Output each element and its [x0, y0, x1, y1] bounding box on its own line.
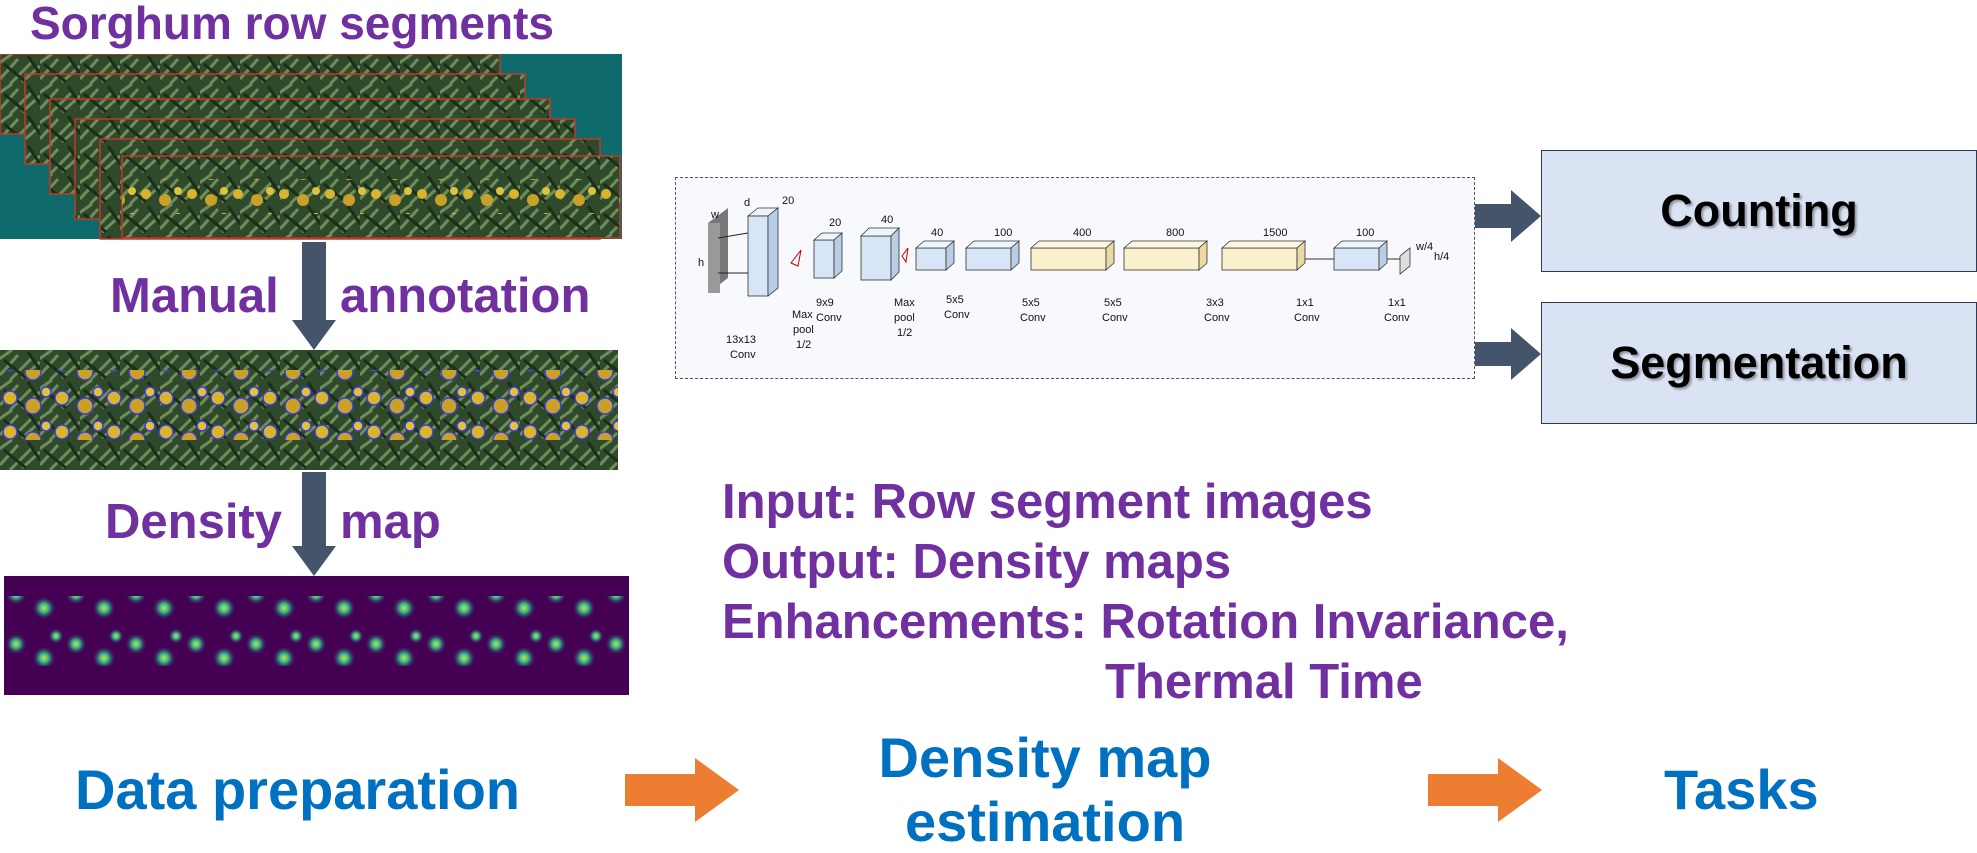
down-arrow-density	[292, 472, 336, 576]
channel-label: 100	[994, 227, 1012, 239]
row-segments-title: Sorghum row segments	[30, 0, 554, 49]
layer-label: Conv	[816, 312, 842, 324]
layer-label: 5x5	[1104, 297, 1122, 309]
channel-label: 20	[829, 217, 841, 229]
counting-box: Counting	[1541, 150, 1977, 272]
annotation-label: annotation	[340, 269, 591, 323]
channel-label: 800	[1166, 227, 1184, 239]
layer-label: pool	[793, 324, 814, 336]
layer-label: 1/2	[796, 339, 811, 351]
map-label: map	[340, 495, 441, 549]
layer-label: 5x5	[1022, 297, 1040, 309]
layer-label: Conv	[1204, 312, 1230, 324]
layer-label: Conv	[944, 309, 970, 321]
layer-label: 5x5	[946, 294, 964, 306]
density-estimation-stage: Density map estimation	[870, 730, 1220, 850]
down-arrow-annotation	[292, 242, 336, 350]
data-preparation-stage: Data preparation	[75, 758, 520, 821]
conv-block-7	[1123, 247, 1200, 271]
conv-block-3	[860, 235, 892, 281]
layer-label: Max	[894, 297, 915, 309]
layer-label: 1x1	[1388, 297, 1406, 309]
network-architecture-box: w d h w/	[675, 177, 1475, 379]
input-text: Input: Row segment images	[722, 475, 1373, 529]
layer-label: 13x13	[726, 334, 756, 346]
input-h-label: h	[698, 257, 704, 269]
output-text: Output: Density maps	[722, 535, 1232, 589]
arrow-to-segmentation	[1475, 328, 1541, 380]
arrow-estimation-to-tasks	[1428, 758, 1542, 822]
annotated-row-image	[0, 350, 618, 470]
layer-label: 1x1	[1296, 297, 1314, 309]
layer-label: Conv	[1294, 312, 1320, 324]
conv-block-5	[965, 247, 1012, 271]
channel-label: 40	[881, 214, 893, 226]
row-segment-stack-image	[0, 54, 622, 240]
layer-label: Conv	[730, 349, 756, 361]
output-slab	[1399, 247, 1411, 275]
conv-block-4	[915, 247, 947, 271]
tasks-stage: Tasks	[1664, 758, 1819, 821]
manual-label: Manual	[110, 269, 279, 323]
channel-label: 400	[1073, 227, 1091, 239]
input-face	[708, 223, 720, 293]
layer-label: 3x3	[1206, 297, 1224, 309]
input-d-label: d	[744, 197, 750, 209]
density-estimation-line2: estimation	[904, 790, 1186, 853]
channel-label: 40	[931, 227, 943, 239]
layer-label: Max	[792, 309, 813, 321]
segmentation-box: Segmentation	[1541, 302, 1977, 424]
input-w-label: w	[710, 209, 719, 221]
conv-block-1	[747, 215, 769, 297]
output-w4-label: w/4	[1415, 241, 1433, 253]
conv-block-8	[1221, 247, 1298, 271]
counting-label: Counting	[1660, 185, 1858, 236]
channel-label: 100	[1356, 227, 1374, 239]
conv-block-9	[1333, 247, 1380, 271]
arrow-prep-to-estimation	[625, 758, 739, 822]
layer-label: Conv	[1102, 312, 1128, 324]
layer-label: pool	[894, 312, 915, 324]
segmentation-label: Segmentation	[1610, 337, 1908, 388]
cnn-diagram: w d h w/	[698, 195, 1449, 361]
arrow-to-counting	[1475, 190, 1541, 242]
density-estimation-line1: Density map	[878, 726, 1212, 789]
output-h4-label: h/4	[1434, 251, 1449, 263]
layer-label: 1/2	[897, 327, 912, 339]
conv-block-2	[813, 239, 835, 279]
channel-label: 1500	[1263, 227, 1287, 239]
enhancements-continued-text: Thermal Time	[1105, 655, 1423, 709]
density-label: Density	[105, 495, 283, 549]
layer-label: Conv	[1384, 312, 1410, 324]
layer-label: Conv	[1020, 312, 1046, 324]
channel-label: 20	[782, 195, 794, 207]
layer-label: 9x9	[816, 297, 834, 309]
density-map-image	[4, 576, 629, 695]
conv-block-6	[1030, 247, 1107, 271]
enhancements-text: Enhancements: Rotation Invariance,	[722, 595, 1569, 649]
